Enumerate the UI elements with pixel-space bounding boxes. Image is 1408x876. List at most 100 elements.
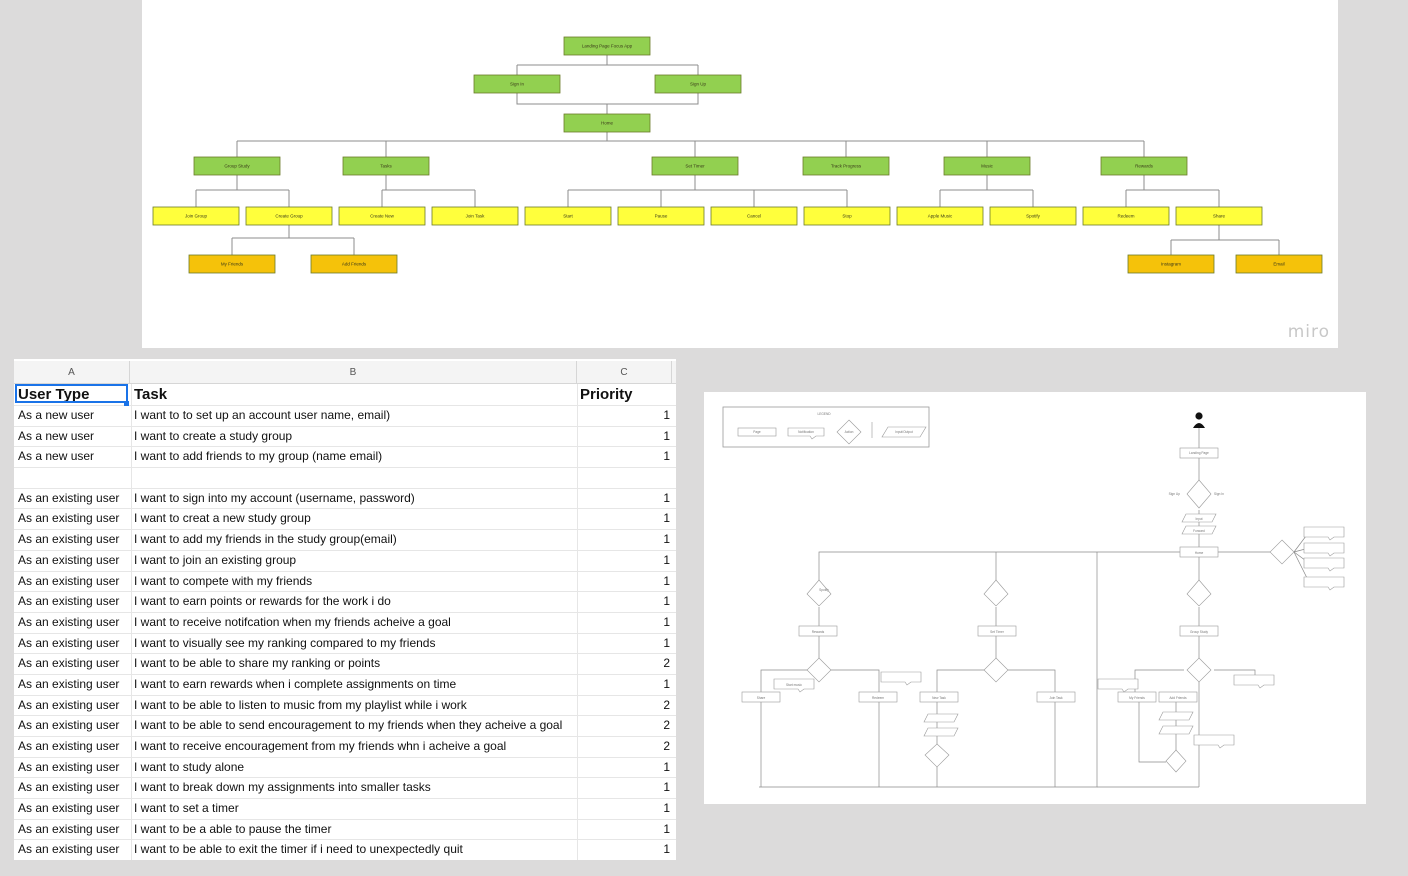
- cell-user-type[interactable]: As an existing user: [15, 737, 132, 757]
- sitemap-node-add-friends[interactable]: Add Friends: [310, 254, 398, 274]
- cell-task[interactable]: I want to visually see my ranking compar…: [131, 633, 578, 654]
- cell-priority[interactable]: [578, 468, 674, 488]
- column-header-c[interactable]: C: [577, 361, 672, 383]
- cell-task[interactable]: I want to earn points or rewards for the…: [131, 592, 578, 612]
- cell-task[interactable]: I want to compete with my friends: [131, 571, 578, 592]
- sitemap-node-music[interactable]: Music: [943, 156, 1031, 176]
- cell-task[interactable]: I want to be able to listen to music fro…: [131, 695, 578, 716]
- cell-priority[interactable]: 1: [663, 801, 670, 816]
- cell-task[interactable]: I want to join an existing group: [131, 550, 578, 571]
- sitemap-node-create-new[interactable]: Create New: [338, 206, 426, 226]
- cell-user-type[interactable]: [15, 468, 132, 488]
- sitemap-node-home[interactable]: Home: [563, 113, 651, 133]
- cell-task[interactable]: I want to creat a new study group: [131, 509, 578, 530]
- cell-priority[interactable]: 1: [663, 552, 670, 567]
- cell-user-type[interactable]: As a new user: [15, 426, 132, 447]
- cell-task[interactable]: I want to sign into my account (username…: [131, 488, 578, 509]
- cell-task[interactable]: I want to earn rewards when i complete a…: [131, 674, 578, 695]
- cell-priority[interactable]: 1: [663, 759, 670, 774]
- cell-user-type[interactable]: As an existing user: [15, 674, 132, 695]
- cell-user-type[interactable]: As an existing user: [15, 799, 132, 819]
- cell-priority[interactable]: 1: [663, 842, 670, 857]
- cell-priority[interactable]: 2: [663, 739, 670, 753]
- sitemap-node-create-group[interactable]: Create Group: [245, 206, 333, 226]
- cell-user-type[interactable]: As an existing user: [15, 488, 132, 509]
- cell-task[interactable]: I want to study alone: [131, 757, 578, 778]
- cell-user-type-header[interactable]: User Type: [15, 384, 132, 405]
- sitemap-node-my-friends[interactable]: My Friends: [188, 254, 276, 274]
- sitemap-node-root[interactable]: Landing Page Focus App: [563, 36, 651, 56]
- cell-user-type[interactable]: As an existing user: [15, 550, 132, 571]
- cell-user-type[interactable]: As an existing user: [15, 778, 132, 799]
- cell-priority-header[interactable]: Priority: [580, 386, 633, 403]
- cell-priority[interactable]: 1: [663, 428, 670, 443]
- cell-user-type[interactable]: As an existing user: [15, 695, 132, 716]
- cell-user-type[interactable]: As an existing user: [15, 819, 132, 840]
- cell-user-type[interactable]: As an existing user: [15, 654, 132, 674]
- sitemap-node-email[interactable]: Email: [1235, 254, 1323, 274]
- cell-priority[interactable]: 1: [663, 614, 670, 629]
- cell-priority[interactable]: 2: [663, 697, 670, 712]
- sitemap-node-label: Share: [1213, 214, 1226, 219]
- cell-task[interactable]: I want to add friends to my group (name …: [131, 447, 578, 468]
- cell-user-type[interactable]: As an existing user: [15, 757, 132, 778]
- sitemap-node-track-progress[interactable]: Track Progress: [802, 156, 890, 176]
- cell-user-type[interactable]: As an existing user: [15, 509, 132, 530]
- cell-user-type[interactable]: As an existing user: [15, 840, 132, 860]
- cell-task[interactable]: I want to create a study group: [131, 426, 578, 447]
- sitemap-node-redeem[interactable]: Redeem: [1082, 206, 1170, 226]
- cell-priority[interactable]: 1: [663, 511, 670, 526]
- cell-task[interactable]: I want to be a able to pause the timer: [131, 819, 578, 840]
- cell-priority[interactable]: 2: [663, 656, 670, 671]
- cell-priority[interactable]: 1: [663, 573, 670, 588]
- sitemap-node-rewards[interactable]: Rewards: [1100, 156, 1188, 176]
- cell-task[interactable]: I want to receive encouragement from my …: [131, 737, 578, 757]
- column-header-b[interactable]: B: [130, 361, 577, 383]
- cell-task[interactable]: I want to be able to share my ranking or…: [131, 654, 578, 674]
- cell-user-type[interactable]: As an existing user: [15, 633, 132, 654]
- cell-task[interactable]: I want to receive notifcation when my fr…: [131, 612, 578, 633]
- cell-priority[interactable]: 1: [663, 780, 670, 795]
- cell-priority[interactable]: 1: [663, 594, 670, 609]
- sitemap-node-start[interactable]: Start: [524, 206, 612, 226]
- cell-task[interactable]: [131, 468, 578, 488]
- cell-task[interactable]: I want to to set up an account user name…: [131, 406, 578, 426]
- cell-priority[interactable]: 1: [663, 676, 670, 691]
- sitemap-node-share[interactable]: Share: [1175, 206, 1263, 226]
- sitemap-node-spotify[interactable]: Spotify: [989, 206, 1077, 226]
- column-header-a[interactable]: A: [14, 361, 130, 383]
- cell-task[interactable]: I want to break down my assignments into…: [131, 778, 578, 799]
- cell-user-type[interactable]: As an existing user: [15, 530, 132, 550]
- cell-task[interactable]: I want to add my friends in the study gr…: [131, 530, 578, 550]
- cell-priority[interactable]: 1: [663, 532, 670, 547]
- cell-user-type[interactable]: As an existing user: [15, 592, 132, 612]
- cell-priority[interactable]: 1: [663, 635, 670, 650]
- cell-priority[interactable]: 1: [663, 449, 670, 464]
- sitemap-node-join-task[interactable]: Join Task: [431, 206, 519, 226]
- sitemap-node-set-timer[interactable]: Set Timer: [651, 156, 739, 176]
- cell-user-type[interactable]: As a new user: [15, 447, 132, 468]
- sitemap-node-tasks[interactable]: Tasks: [342, 156, 430, 176]
- sitemap-node-sign-up[interactable]: Sign Up: [654, 74, 742, 94]
- cell-user-type[interactable]: As an existing user: [15, 716, 132, 736]
- sitemap-node-sign-in[interactable]: Sign In: [473, 74, 561, 94]
- cell-task[interactable]: I want to be able to send encouragement …: [131, 716, 578, 736]
- cell-user-type[interactable]: As an existing user: [15, 612, 132, 633]
- sitemap-node-join-group[interactable]: Join Group: [152, 206, 240, 226]
- cell-priority[interactable]: 1: [663, 408, 670, 422]
- sitemap-node-apple-music[interactable]: Apple Music: [896, 206, 984, 226]
- sitemap-node-instagram[interactable]: Instagram: [1127, 254, 1215, 274]
- cell-user-type[interactable]: As an existing user: [15, 571, 132, 592]
- cell-priority[interactable]: 2: [663, 718, 670, 733]
- sitemap-node-cancel[interactable]: Cancel: [710, 206, 798, 226]
- sitemap-node-pause[interactable]: Pause: [617, 206, 705, 226]
- cell-user-type[interactable]: As a new user: [15, 406, 132, 426]
- cell-priority[interactable]: 1: [663, 821, 670, 836]
- sitemap-node-stop[interactable]: Stop: [803, 206, 891, 226]
- fill-handle[interactable]: [124, 401, 129, 406]
- sitemap-node-group-study[interactable]: Group Study: [193, 156, 281, 176]
- cell-priority[interactable]: 1: [663, 490, 670, 505]
- cell-task[interactable]: I want to be able to exit the timer if i…: [131, 840, 578, 860]
- cell-task[interactable]: I want to set a timer: [131, 799, 578, 819]
- cell-task-header[interactable]: Task: [131, 384, 578, 405]
